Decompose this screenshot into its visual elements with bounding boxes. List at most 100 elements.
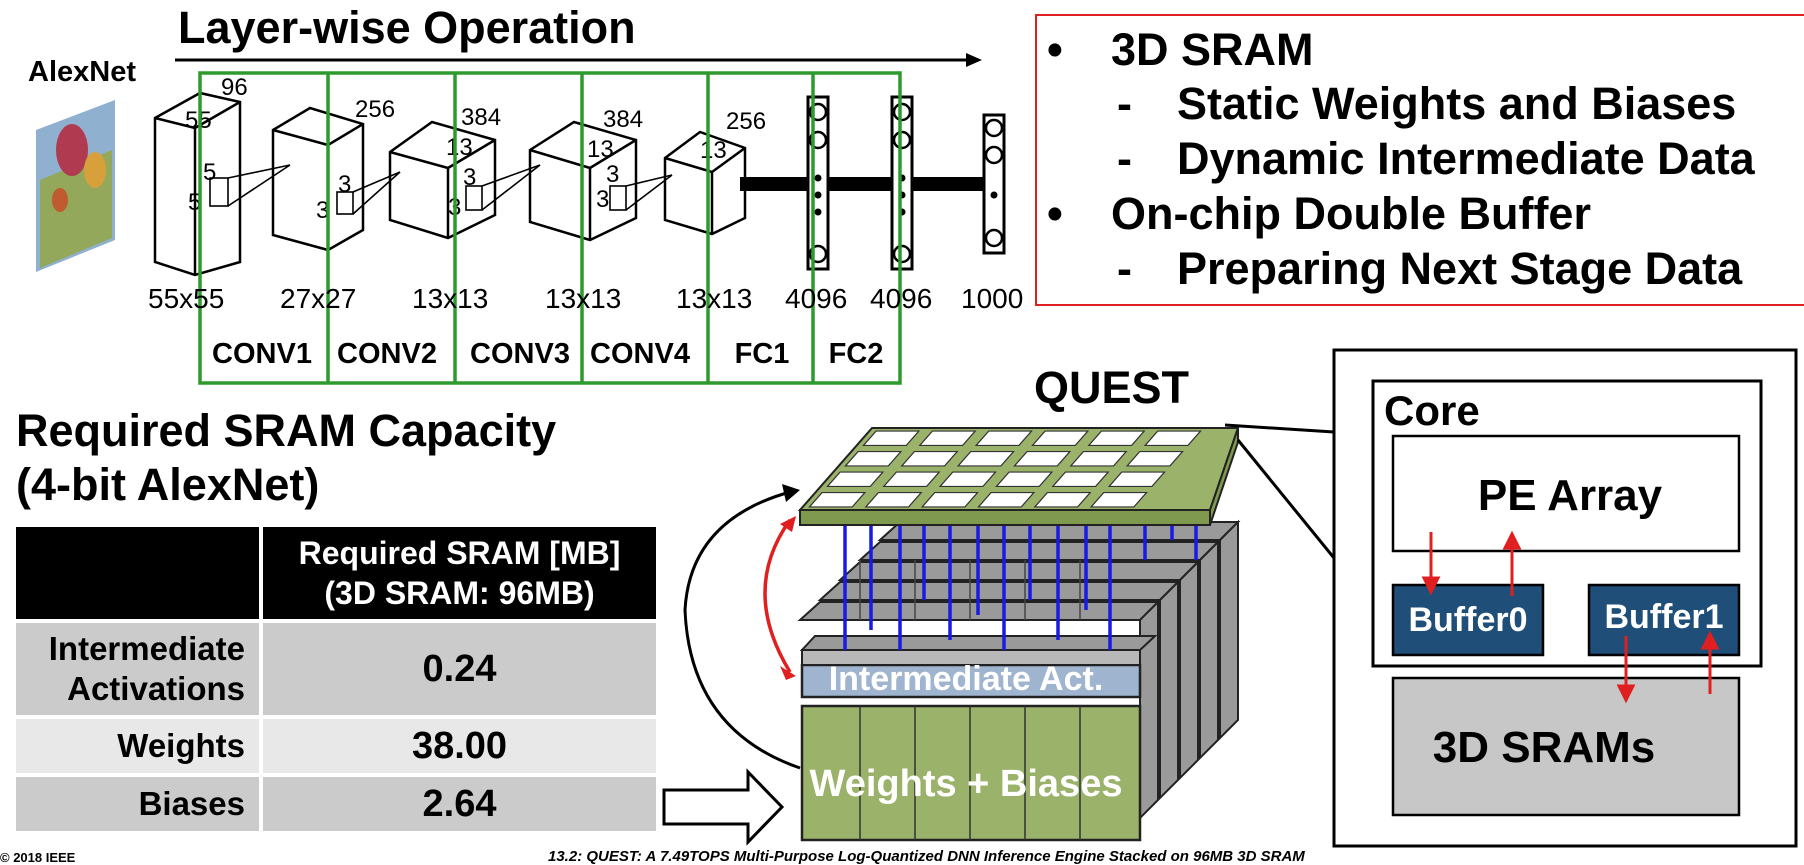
table-row: Intermediate Activations 0.24 xyxy=(12,619,660,719)
pe-tile xyxy=(995,471,1054,488)
table-corner xyxy=(12,523,263,623)
pe-tile xyxy=(1087,430,1146,447)
row-label: Biases xyxy=(12,773,263,835)
pe-tile xyxy=(1089,491,1148,508)
pe-tile xyxy=(938,471,997,488)
layer-boxes xyxy=(198,71,902,385)
model-label: AlexNet xyxy=(28,56,136,88)
cube-label: 3 xyxy=(596,186,609,213)
pe-tile xyxy=(920,491,979,508)
cube-label: 384 xyxy=(461,104,501,131)
alexnet-diagram: 96 55 5 5 256 3 3 384 13 3 3 384 13 3 3 … xyxy=(28,53,1023,385)
cube-label: 3 xyxy=(606,161,619,188)
pe-tile xyxy=(1051,471,1110,488)
pe-tile xyxy=(808,491,867,508)
size-label: 13x13 xyxy=(676,283,752,314)
flow-arrow xyxy=(662,768,785,846)
size-label: 13x13 xyxy=(412,283,488,314)
caption: 13.2: QUEST: A 7.49TOPS Multi-Purpose Lo… xyxy=(548,848,1305,865)
cube-label: 256 xyxy=(355,96,395,123)
bullet-item: - Preparing Next Stage Data xyxy=(1117,243,1743,294)
input-image xyxy=(36,100,115,272)
cube-5 xyxy=(663,130,747,236)
bullet-item: • On-chip Double Buffer xyxy=(1047,188,1591,239)
pe-array-box xyxy=(1391,434,1741,553)
capacity-title-line: (4-bit AlexNet) xyxy=(16,459,320,510)
size-label: 27x27 xyxy=(280,283,356,314)
pe-tile xyxy=(1031,430,1090,447)
intermediate-act-label: Intermediate Act. xyxy=(829,660,1104,698)
cube-label: 3 xyxy=(338,171,351,198)
capacity-title: Required SRAM Capacity (4-bit AlexNet) xyxy=(16,404,556,512)
copyright: © 2018 IEEE xyxy=(0,850,76,865)
quest-label: QUEST xyxy=(1034,362,1189,413)
pe-tile xyxy=(1069,450,1128,467)
pe-tile xyxy=(900,450,959,467)
buffer0-box xyxy=(1391,583,1545,657)
bullet-item: - Dynamic Intermediate Data xyxy=(1117,133,1755,184)
row-label: Intermediate Activations xyxy=(12,619,263,719)
capacity-title-line: Required SRAM Capacity xyxy=(16,405,557,456)
sram-label: 3D SRAMs xyxy=(1433,723,1656,772)
buffer-arrows xyxy=(1421,530,1720,704)
table-row: Biases 2.64 xyxy=(12,773,660,835)
pe-tile xyxy=(1013,450,1072,467)
layer-label: CONV1 xyxy=(212,338,312,370)
table-header-line: Required SRAM [MB] xyxy=(298,535,621,571)
pe-tile xyxy=(882,471,941,488)
cube-label: 3 xyxy=(316,197,329,224)
cube-label: 256 xyxy=(726,108,766,135)
weights-biases-label: Weights + Biases xyxy=(810,763,1123,805)
pe-tile xyxy=(1125,450,1184,467)
size-label: 55x55 xyxy=(148,283,224,314)
pe-tile xyxy=(844,450,903,467)
cube-label: 13 xyxy=(700,137,727,164)
pe-tile xyxy=(862,430,921,447)
sram-box xyxy=(1391,676,1741,817)
page-title: Layer-wise Operation xyxy=(178,2,636,53)
row-value: 0.24 xyxy=(259,619,660,719)
cube-label: 5 xyxy=(203,159,216,186)
pe-tile xyxy=(1107,471,1166,488)
pe-tile xyxy=(977,491,1036,508)
pe-tiles xyxy=(808,430,1202,508)
layer-label: CONV2 xyxy=(337,338,437,370)
dataflow-arrow xyxy=(683,484,801,770)
bullet-item: • 3D SRAM xyxy=(1047,24,1314,75)
cube-3 xyxy=(388,120,497,240)
cube-label: 13 xyxy=(587,136,614,163)
layer-label: FC1 xyxy=(735,338,790,370)
size-label: 13x13 xyxy=(545,283,621,314)
table-header-line: (3D SRAM: 96MB) xyxy=(324,575,595,611)
buffer1-label: Buffer1 xyxy=(1604,598,1723,636)
cube-label: 5 xyxy=(188,189,201,216)
cube-label: 13 xyxy=(446,134,473,161)
pe-tile xyxy=(826,471,885,488)
pe-tile xyxy=(974,430,1033,447)
buffer0-label: Buffer0 xyxy=(1408,601,1527,639)
pe-tile xyxy=(918,430,977,447)
size-label: 4096 xyxy=(785,283,847,314)
layer-direction-arrow xyxy=(175,53,982,67)
layer-label: FC2 xyxy=(829,338,884,370)
row-value: 2.64 xyxy=(259,773,660,835)
cube-label: 384 xyxy=(603,106,643,133)
quest-chip xyxy=(797,427,1240,526)
bullet-item: - Static Weights and Biases xyxy=(1117,78,1737,129)
feature-bullet-box: • 3D SRAM - Static Weights and Biases - … xyxy=(1035,14,1804,306)
core-label: Core xyxy=(1384,387,1480,434)
kernels xyxy=(209,164,673,215)
size-label: 1000 xyxy=(961,283,1023,314)
pe-tile xyxy=(1143,430,1202,447)
intermediate-act-layer xyxy=(800,663,1142,699)
pe-tile xyxy=(956,450,1015,467)
table-header: Required SRAM [MB] (3D SRAM: 96MB) xyxy=(259,523,660,623)
pe-tile xyxy=(1033,491,1092,508)
row-value: 38.00 xyxy=(259,715,660,777)
table-row: Weights 38.00 xyxy=(12,715,660,777)
weights-biases-layer xyxy=(800,704,1142,842)
pe-tile xyxy=(864,491,923,508)
layer-label: CONV4 xyxy=(590,338,690,370)
layer-label: CONV3 xyxy=(470,338,570,370)
